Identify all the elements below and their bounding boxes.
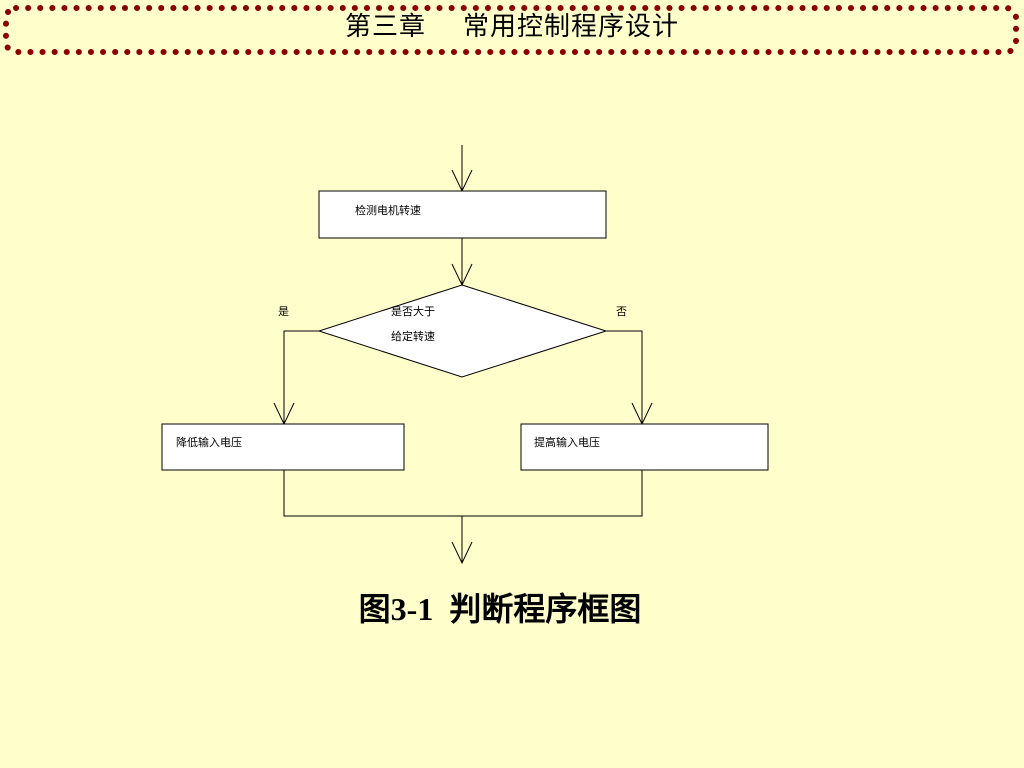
decision-label-line1: 是否大于 <box>391 304 435 318</box>
page-title: 第三章 常用控制程序设计 <box>344 12 680 42</box>
decision-label-line2: 给定转速 <box>391 329 435 343</box>
branch-label-no: 否 <box>616 305 627 318</box>
process-box-lower <box>161 423 405 471</box>
no-branch-line <box>606 330 643 424</box>
process-box-measure <box>318 190 607 239</box>
merge-line <box>283 470 643 517</box>
process-label-lower: 降低输入电压 <box>176 435 242 449</box>
process-label-raise: 提高输入电压 <box>534 435 600 449</box>
exit-arrow-head <box>451 541 473 565</box>
process-box-raise <box>520 423 769 471</box>
decision-diamond <box>317 284 608 378</box>
header-dotted-border <box>3 5 1019 55</box>
branch-label-yes: 是 <box>278 305 289 318</box>
yes-branch-line <box>283 330 319 424</box>
process-label-measure: 检测电机转速 <box>355 203 421 217</box>
figure-caption: 图3-1 判断程序框图 <box>358 591 642 627</box>
